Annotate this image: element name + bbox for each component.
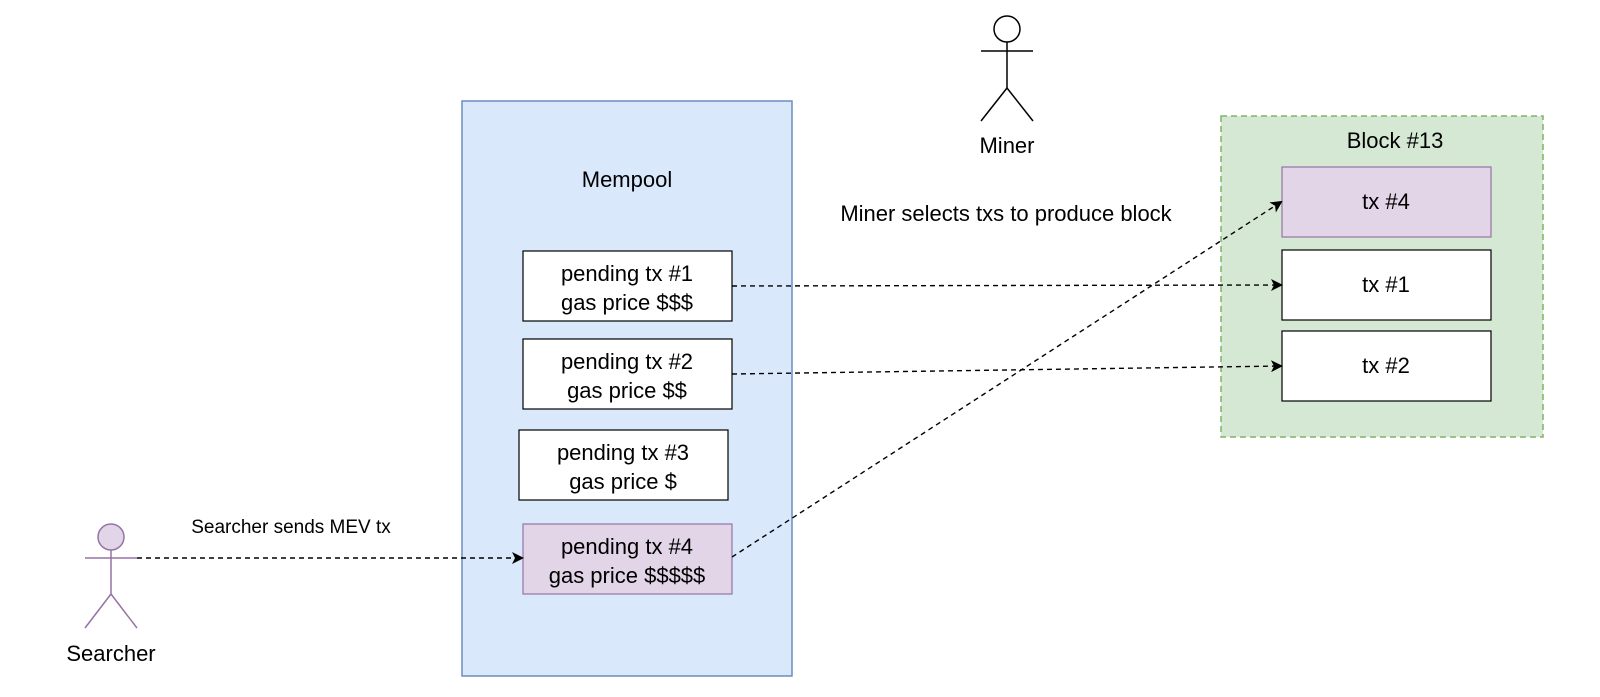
searcher-actor: Searcher bbox=[66, 523, 156, 666]
searcher-person-icon bbox=[84, 523, 138, 629]
pending-tx-3: pending tx #3 gas price $ bbox=[518, 429, 729, 501]
miner-label: Miner bbox=[979, 133, 1034, 158]
block-title: Block #13 bbox=[1347, 128, 1444, 153]
pending-tx-1-gas: gas price $$$ bbox=[561, 290, 693, 315]
pending-tx-4-box bbox=[522, 523, 733, 595]
block-tx-4-label: tx #4 bbox=[1362, 189, 1410, 214]
arrow-tx1-to-block bbox=[731, 279, 1283, 292]
pending-tx-2-gas: gas price $$ bbox=[567, 378, 687, 403]
block-tx-1-label: tx #1 bbox=[1362, 272, 1410, 297]
pending-tx-3-gas: gas price $ bbox=[569, 469, 677, 494]
pending-tx-1-box bbox=[522, 250, 733, 322]
arrows bbox=[137, 200, 1283, 564]
block-tx-1: tx #1 bbox=[1281, 249, 1492, 321]
pending-tx-1-label: pending tx #1 bbox=[561, 261, 693, 286]
pending-tx-3-label: pending tx #3 bbox=[557, 440, 689, 465]
pending-tx-4-label: pending tx #4 bbox=[561, 534, 693, 559]
pending-tx-2: pending tx #2 gas price $$ bbox=[522, 338, 733, 410]
pending-tx-2-box bbox=[522, 338, 733, 410]
block-tx-2-label: tx #2 bbox=[1362, 353, 1410, 378]
arrow-tx2-to-block bbox=[731, 360, 1283, 375]
pending-tx-3-box bbox=[518, 429, 729, 501]
arrow-tx4-to-block bbox=[731, 200, 1283, 558]
pending-tx-4-gas: gas price $$$$$ bbox=[549, 563, 706, 588]
block-tx-2: tx #2 bbox=[1281, 330, 1492, 402]
block-tx-1-box bbox=[1281, 249, 1492, 321]
miner-selects-annotation: Miner selects txs to produce block bbox=[840, 201, 1172, 226]
pending-tx-1: pending tx #1 gas price $$$ bbox=[522, 250, 733, 322]
block-tx-4-box bbox=[1281, 166, 1492, 238]
block-tx-4: tx #4 bbox=[1281, 166, 1492, 238]
block-tx-2-box bbox=[1281, 330, 1492, 402]
searcher-label: Searcher bbox=[66, 641, 155, 666]
pending-tx-4: pending tx #4 gas price $$$$$ bbox=[522, 523, 733, 595]
mempool-title: Mempool bbox=[582, 167, 672, 192]
miner-actor: Miner bbox=[979, 15, 1035, 158]
searcher-sends-annotation: Searcher sends MEV tx bbox=[191, 517, 391, 538]
miner-person-icon bbox=[980, 15, 1034, 122]
pending-tx-2-label: pending tx #2 bbox=[561, 349, 693, 374]
